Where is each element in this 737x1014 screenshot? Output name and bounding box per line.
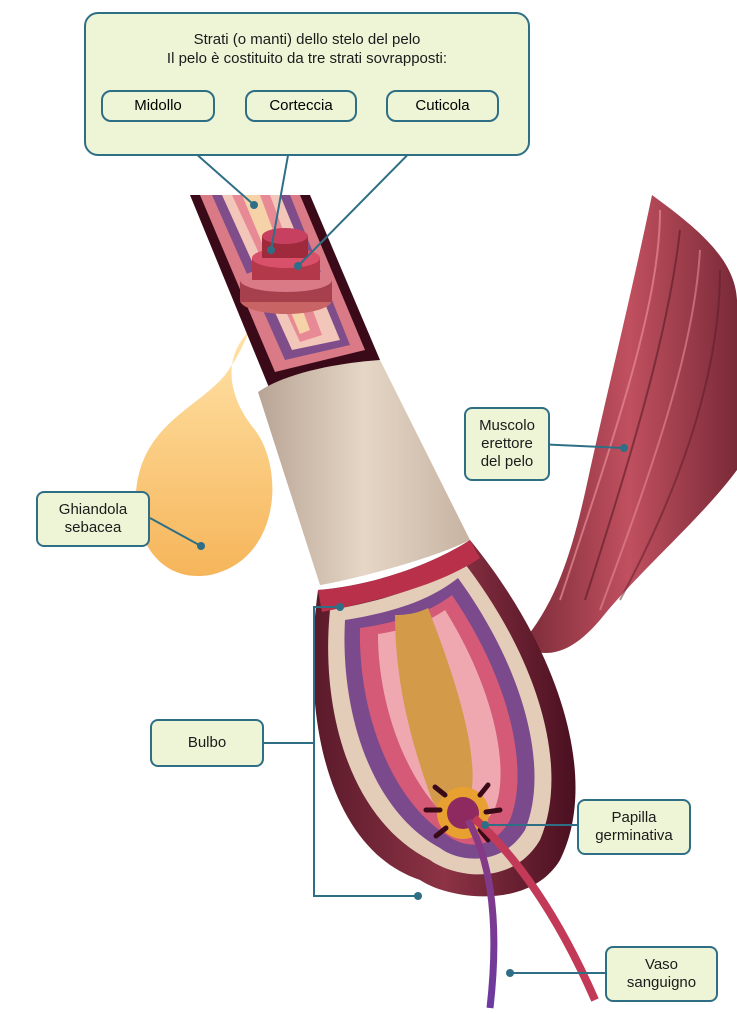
sebaceous-gland (136, 330, 273, 576)
label-vaso-line1: Vaso (645, 956, 678, 974)
label-papilla: Papilla germinativa (577, 799, 691, 855)
info-subtitle: Il pelo è costituito da tre strati sovra… (86, 49, 528, 68)
label-muscolo-line3: del pelo (481, 453, 534, 471)
label-muscolo: Muscolo erettore del pelo (464, 407, 550, 481)
hair-sheath (258, 360, 470, 585)
label-bulbo-line1: Bulbo (188, 734, 226, 752)
hair-bulb (313, 540, 575, 896)
label-ghiandola: Ghiandola sebacea (36, 491, 150, 547)
label-muscolo-line1: Muscolo (479, 417, 535, 435)
label-bulbo: Bulbo (150, 719, 264, 767)
label-vaso-line2: sanguigno (627, 974, 696, 992)
label-ghiandola-line2: sebacea (65, 519, 122, 537)
label-papilla-line1: Papilla (611, 809, 656, 827)
label-muscolo-line2: erettore (481, 435, 533, 453)
label-corteccia: Corteccia (245, 90, 357, 122)
label-cuticola: Cuticola (386, 90, 499, 122)
info-title: Strati (o manti) dello stelo del pelo (86, 30, 528, 49)
layers-info-box: Strati (o manti) dello stelo del pelo Il… (84, 12, 530, 156)
label-ghiandola-line1: Ghiandola (59, 501, 127, 519)
arrector-pili-muscle (520, 195, 737, 653)
label-vaso: Vaso sanguigno (605, 946, 718, 1002)
label-midollo: Midollo (101, 90, 215, 122)
label-papilla-line2: germinativa (595, 827, 673, 845)
